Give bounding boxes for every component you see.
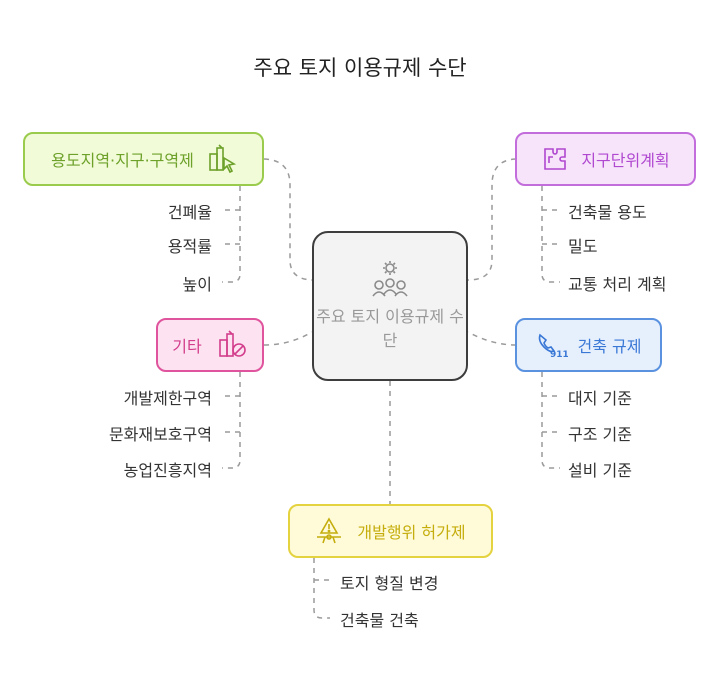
branch-dev-permit[interactable]: 개발행위 허가제 [288,504,493,558]
dev-permit-item: 토지 형질 변경 [340,574,439,593]
warning-sign-icon [315,517,343,545]
diagram-title: 주요 토지 이용규제 수단 [253,56,467,80]
zoning-item: 건폐율 [167,203,212,222]
center-label: 주요 토지 이용규제 수단 [316,307,464,350]
link-zoning [263,158,315,281]
link-other [263,331,313,346]
other-item: 문화재보호구역 [108,425,212,444]
district-plan-item: 밀도 [568,237,598,256]
link-building-reg [467,331,517,346]
zoning-item: 용적률 [167,237,212,256]
phone-911-icon: 911 [536,331,568,359]
building-reg-item: 구조 기준 [568,425,632,444]
building-prohibited-icon [218,330,248,360]
gear-people-icon [370,259,410,299]
other-item: 개발제한구역 [123,389,212,408]
branch-district-plan[interactable]: 지구단위계획 [515,132,696,186]
link-district-plan [467,158,517,281]
building-reg-item: 대지 기준 [568,389,632,408]
other-item: 농업진흥지역 [123,461,212,480]
branch-dev-permit-label: 개발행위 허가제 [357,523,466,542]
branch-zoning-label: 용도지역·지구·구역제 [51,151,194,170]
puzzle-icon [541,145,569,173]
branch-building-reg-label: 건축 규제 [577,337,642,356]
dev-permit-item: 건축물 건축 [340,611,419,630]
svg-text:911: 911 [550,350,568,359]
zoning-item: 높이 [182,275,212,294]
branch-other-label: 기타 [172,337,202,356]
center-node: 주요 토지 이용규제 수단 [312,231,468,381]
branch-district-plan-label: 지구단위계획 [581,151,670,170]
district-plan-item: 건축물 용도 [568,203,647,222]
branch-building-reg[interactable]: 911 건축 규제 [515,318,662,372]
district-plan-item: 교통 처리 계획 [568,275,667,294]
branch-zoning[interactable]: 용도지역·지구·구역제 [23,132,264,186]
buildings-cursor-icon [208,144,236,174]
building-reg-item: 설비 기준 [568,461,632,480]
branch-other[interactable]: 기타 [156,318,264,372]
